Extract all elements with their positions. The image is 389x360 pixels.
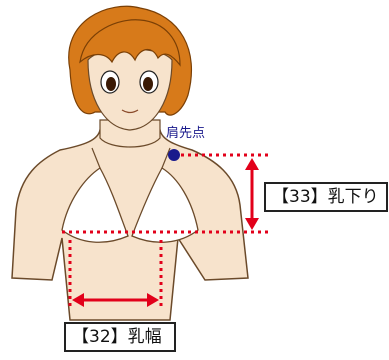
bust-drop-label: 【33】乳下り: [264, 182, 388, 212]
shoulder-point-marker: [168, 149, 180, 161]
mouth: [121, 109, 139, 114]
bra-strap-right: [161, 147, 171, 169]
pupil-right: [143, 77, 153, 91]
face: [87, 48, 173, 131]
bra-right-cup: [131, 167, 199, 243]
torso: [11, 129, 249, 321]
pupil-left: [106, 77, 116, 91]
bust-width-arrow-head-left: [72, 293, 84, 307]
bra-left-cup: [61, 167, 129, 243]
shoulder-point-label: 肩先点: [166, 126, 206, 141]
bust-width-arrow-head-right: [147, 293, 159, 307]
neck: [99, 119, 161, 148]
hair-bangs: [79, 19, 181, 67]
bust-width-label: 【32】乳幅: [64, 322, 176, 352]
bust-drop-arrow-head-bottom: [245, 218, 259, 230]
bra-strap-left: [91, 147, 101, 169]
bust-drop-arrow-head-top: [245, 158, 259, 170]
